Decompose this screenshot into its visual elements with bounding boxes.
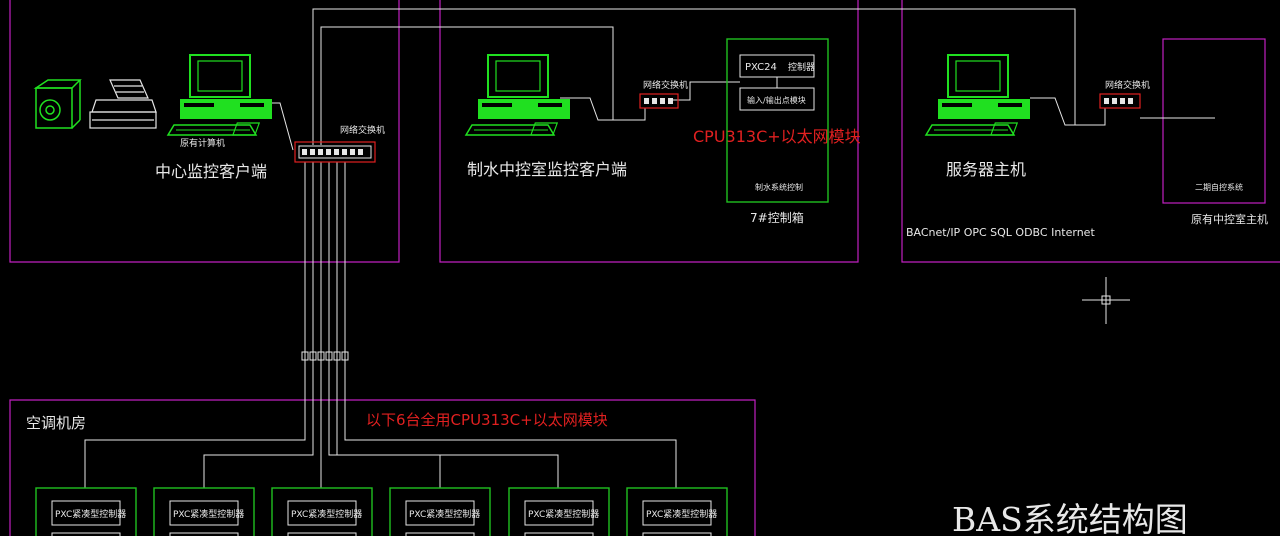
backbone-wires xyxy=(262,8,1215,151)
ac-room-red-note: 以下6台全用CPU313C+以太网模块 xyxy=(366,411,608,429)
server-switch-label: 网络交换机 xyxy=(1105,79,1150,91)
ac-controller-cabinet-4 xyxy=(389,487,491,536)
legacy-inner-label: 二期自控系统 xyxy=(1195,182,1243,192)
ac-controller-io-box-1 xyxy=(51,532,121,536)
center-room-caption: 中心监控客户端 xyxy=(155,162,267,181)
bundle-markers xyxy=(301,351,349,361)
ac-controllers: PXC紧凑型控制器 PXC紧凑型控制器 PXC紧凑型控制器 PXC紧凑型控制器 PXC紧… xyxy=(35,487,728,536)
speaker-icon xyxy=(33,79,82,129)
ac-controller-label-3: PXC紧凑型控制器 xyxy=(291,508,362,520)
server-network-switch xyxy=(1099,93,1141,109)
diagram-title: BAS系统结构图 xyxy=(952,500,1188,536)
water-room-caption: 制水中控室监控客户端 xyxy=(467,160,627,179)
ac-controller-box-3 xyxy=(287,500,357,526)
room-water-border xyxy=(439,0,859,263)
water-switch-label: 网络交换机 xyxy=(643,79,688,91)
room-ac-border xyxy=(9,399,756,536)
ac-room-caption: 空调机房 xyxy=(26,414,86,432)
room-center-border xyxy=(9,0,400,263)
ac-controller-label-4: PXC紧凑型控制器 xyxy=(409,508,480,520)
center-network-switch xyxy=(294,141,376,163)
ac-controller-io-box-2 xyxy=(169,532,239,536)
server-computer-icon xyxy=(925,54,1031,136)
ac-controller-io-box-4 xyxy=(405,532,475,536)
ac-controller-label-5: PXC紧凑型控制器 xyxy=(528,508,599,520)
room-server-border xyxy=(901,0,1280,263)
center-switch-label: 网络交换机 xyxy=(340,124,385,136)
cabinet7-io-label: 输入/输出点模块 xyxy=(747,95,806,105)
drop-bundle xyxy=(84,162,677,488)
server-room-caption: 服务器主机 xyxy=(946,160,1026,179)
ac-controller-cabinet-3 xyxy=(271,487,373,536)
ac-controller-cabinet-6 xyxy=(626,487,728,536)
cabinet7-pxc-sub: 控制器 xyxy=(788,61,815,73)
ac-controller-io-box-5 xyxy=(524,532,594,536)
ac-controller-label-2: PXC紧凑型控制器 xyxy=(173,508,244,520)
ac-controller-box-1 xyxy=(51,500,121,526)
ac-controller-box-2 xyxy=(169,500,239,526)
crosshair-cursor-icon xyxy=(1082,277,1130,324)
legacy-caption: 原有中控室主机 xyxy=(1191,212,1268,226)
printer-icon xyxy=(89,79,157,129)
cabinet7-box xyxy=(726,38,829,203)
ac-controller-label-6: PXC紧凑型控制器 xyxy=(646,508,717,520)
water-computer-icon xyxy=(465,54,571,136)
ac-controller-cabinet-2 xyxy=(153,487,255,536)
water-network-switch xyxy=(639,93,679,109)
ac-controller-label-1: PXC紧凑型控制器 xyxy=(55,508,126,520)
server-protocols: BACnet/IP OPC SQL ODBC Internet xyxy=(906,226,1095,239)
center-computer-icon xyxy=(167,54,273,136)
ac-controller-io-box-3 xyxy=(287,532,357,536)
ac-controller-io-box-6 xyxy=(642,532,712,536)
ac-controller-cabinet-5 xyxy=(508,487,610,536)
ac-controller-box-6 xyxy=(642,500,712,526)
cabinet7-caption: 7#控制箱 xyxy=(750,210,804,225)
center-pc-label: 原有计算机 xyxy=(180,137,225,149)
cabinet7-bottom-label: 制水系统控制 xyxy=(755,182,803,192)
ac-controller-box-4 xyxy=(405,500,475,526)
cabinet7-pxc-label: PXC24 xyxy=(745,62,777,73)
ac-controller-box-5 xyxy=(524,500,594,526)
legacy-host-box xyxy=(1162,38,1266,204)
water-red-note: CPU313C+以太网模块 xyxy=(693,127,861,146)
ac-controller-cabinet-1 xyxy=(35,487,137,536)
